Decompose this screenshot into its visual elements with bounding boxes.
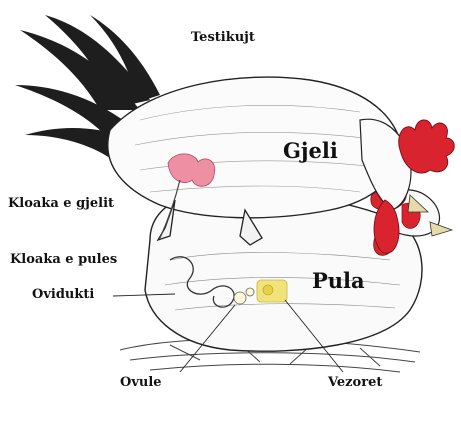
- label-kloaka-gjelit: Kloaka e gjelit: [8, 196, 114, 211]
- rooster-body: [108, 77, 401, 218]
- rooster-comb: [399, 120, 455, 173]
- label-ovidukti: Ovidukti: [32, 287, 94, 302]
- label-gjeli: Gjeli: [283, 138, 338, 163]
- ovary-follicle: [263, 285, 273, 295]
- label-kloaka-pules: Kloaka e pules: [10, 252, 117, 267]
- label-testikujt: Testikujt: [191, 30, 255, 45]
- hen-beak: [430, 222, 452, 236]
- label-pula: Pula: [312, 268, 365, 293]
- label-vezoret: Vezoret: [328, 375, 382, 390]
- label-ovule: Ovule: [120, 375, 162, 390]
